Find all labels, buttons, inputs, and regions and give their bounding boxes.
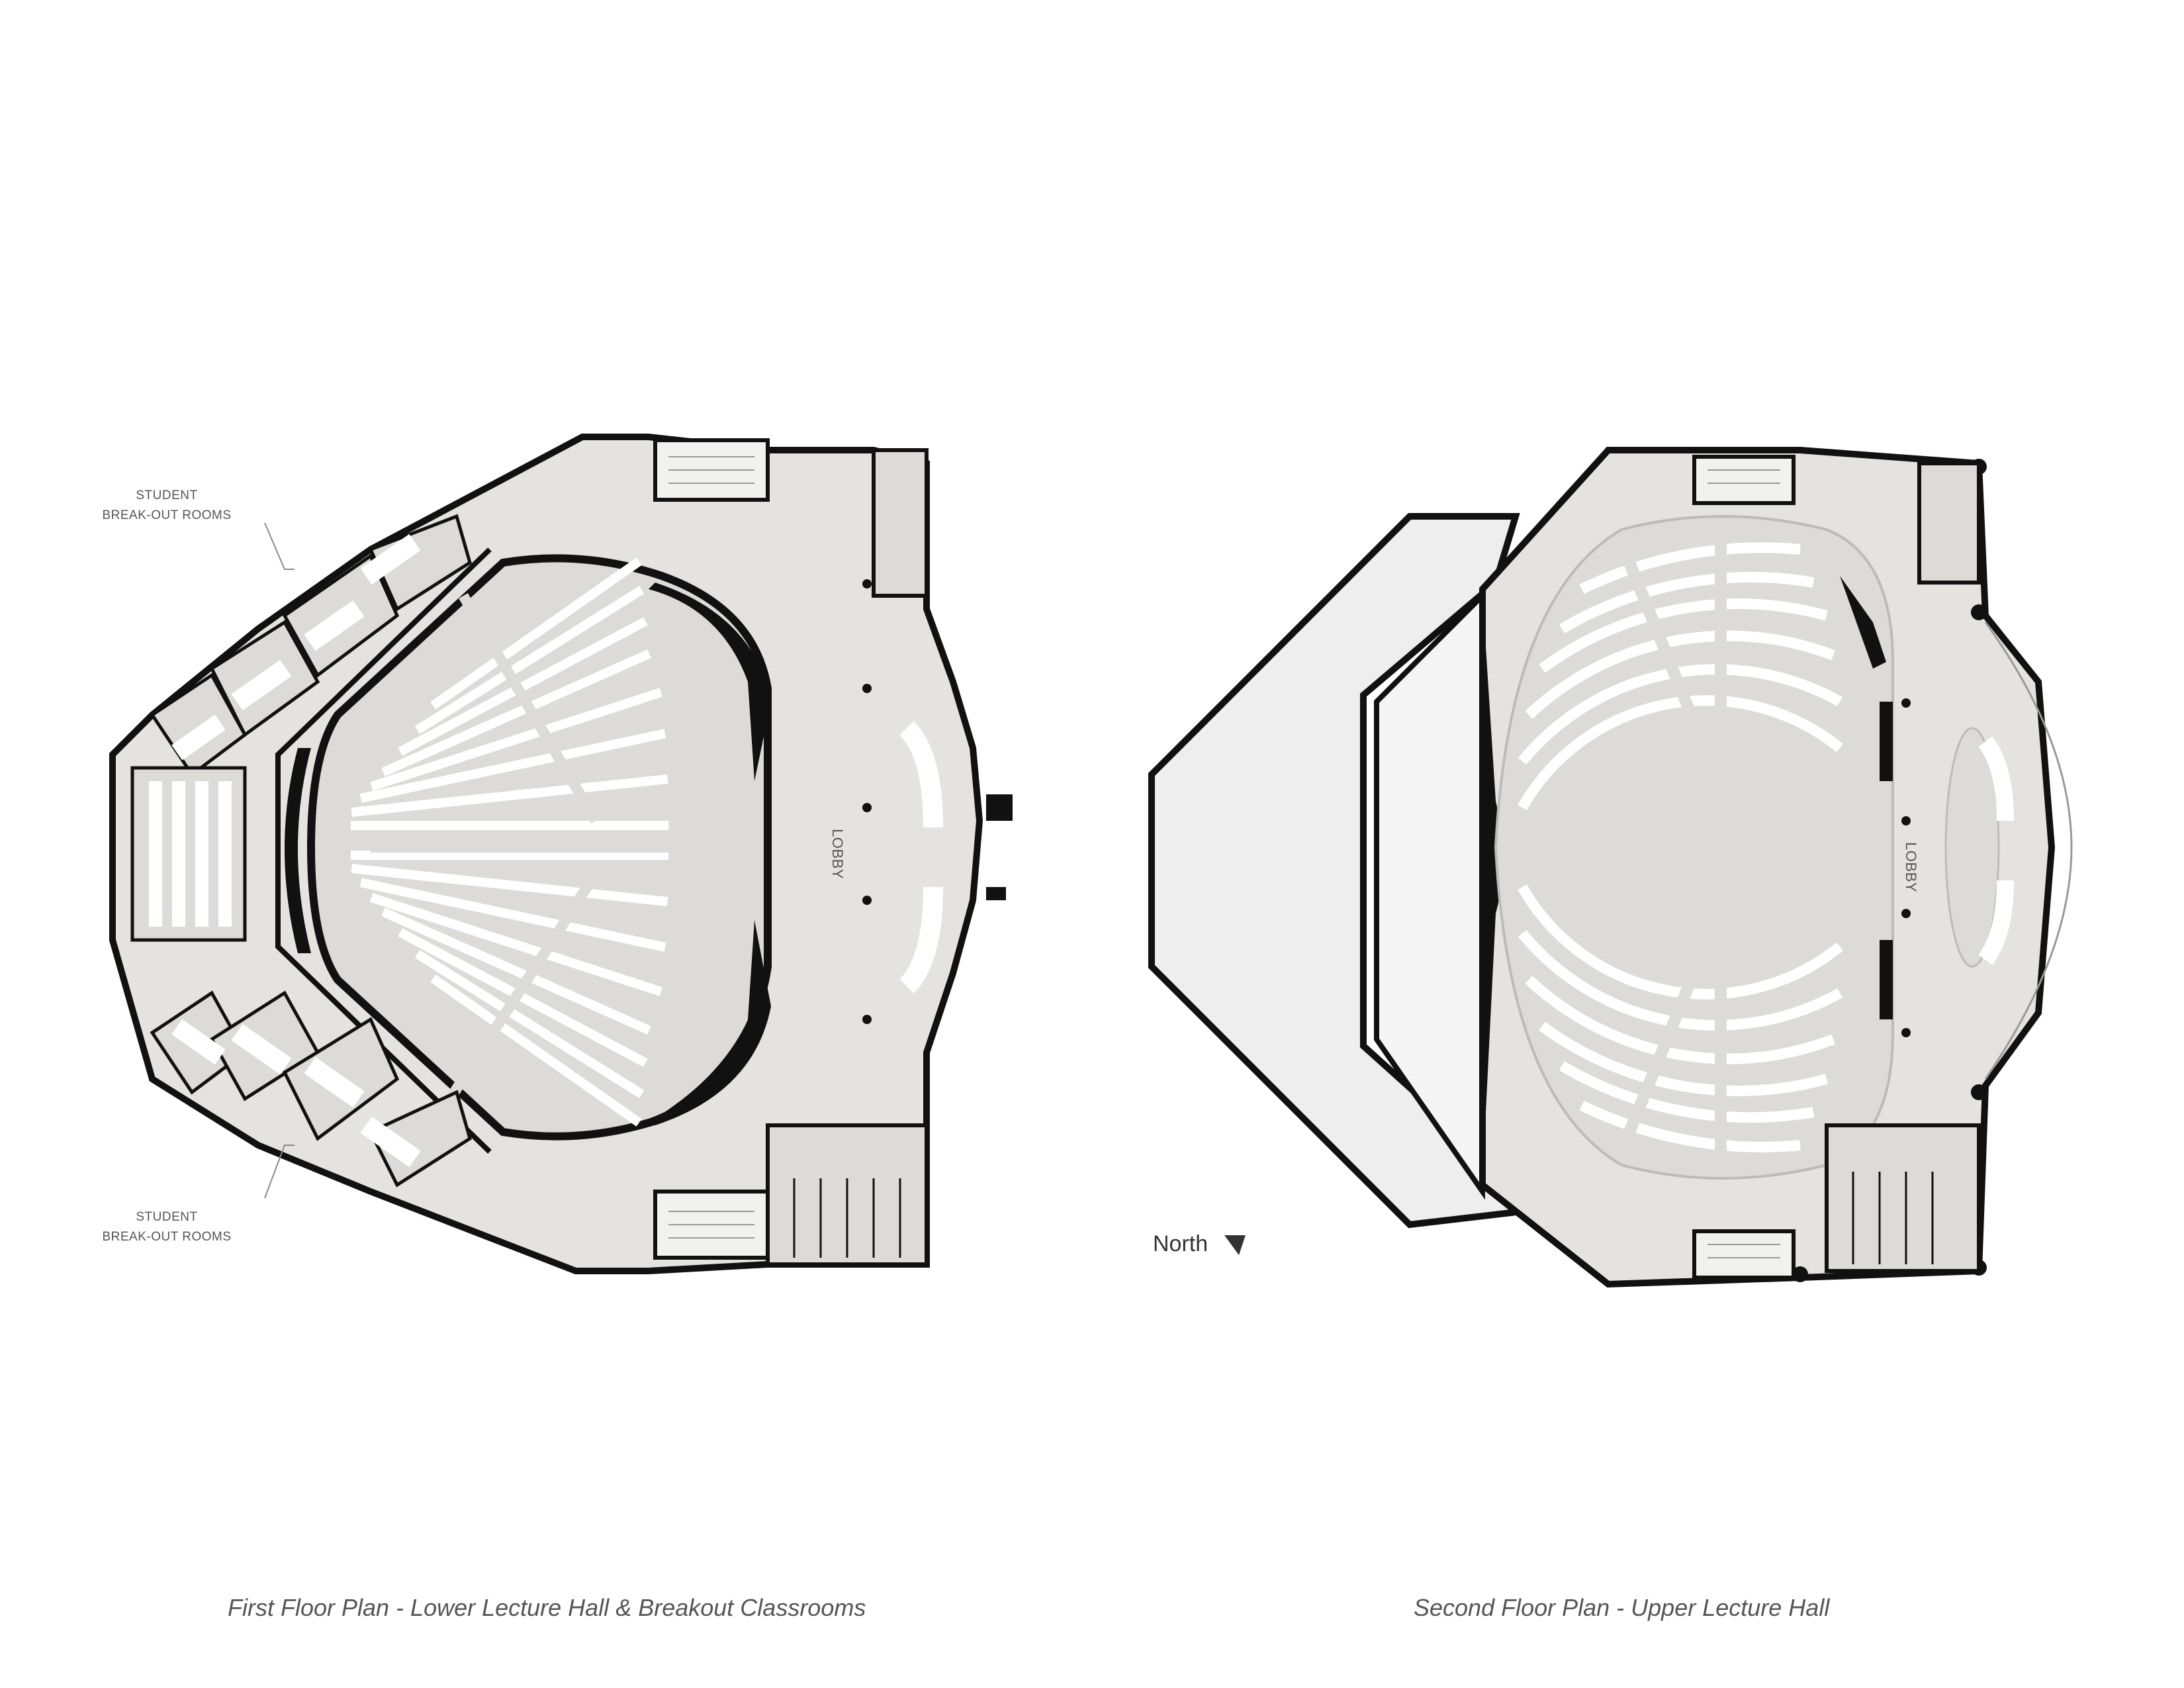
west-classroom-desks	[149, 781, 232, 927]
lower-hall-seating	[351, 557, 668, 1127]
glazing-arc	[1984, 622, 2073, 1080]
breakout-tables-south	[171, 1019, 421, 1168]
entry-piers	[986, 794, 1013, 900]
stage-wall-north	[649, 583, 771, 781]
lobby-wall-segments	[1840, 576, 1893, 1019]
south-stair-second	[1692, 1229, 1796, 1280]
lobby-columns-second	[1901, 698, 1911, 1037]
caption-first-floor: First Floor Plan - Lower Lecture Hall & …	[228, 1594, 866, 1621]
breakout-leader-bottom	[264, 1145, 295, 1199]
lobby-lens	[1944, 727, 2000, 968]
north-arrow-icon	[1224, 1235, 1246, 1255]
restrooms-second	[1825, 1123, 1981, 1273]
first-floor-plan: STUDENT BREAK-OUT ROOMS STUDENT BREAK-OU…	[102, 434, 1013, 1274]
upper-hall-aisles	[1509, 540, 1880, 1165]
lobby-bench-north-second	[1978, 736, 2014, 821]
breakout-label-top-line1: STUDENT	[136, 489, 197, 502]
stage-wall-south	[649, 920, 771, 1125]
breakout-tables-north	[171, 534, 421, 761]
caption-second-floor: Second Floor Plan - Upper Lecture Hall	[1414, 1594, 1830, 1621]
lobby-columns	[862, 579, 872, 1024]
lobby-label-first: LOBBY	[829, 829, 846, 879]
lobby-bench-south	[899, 886, 943, 994]
north-east-rooms	[872, 448, 929, 598]
breakout-label-top-line2: BREAK-OUT ROOMS	[102, 508, 231, 522]
north-stair-second	[1692, 455, 1796, 505]
breakout-label-bottom-line2: BREAK-OUT ROOMS	[102, 1230, 231, 1244]
lower-hall-aisles	[371, 592, 675, 1102]
hall-west-wall	[1482, 596, 1509, 1178]
breakout-leader-top	[264, 522, 295, 570]
lobby-label-second: LOBBY	[1903, 842, 1919, 892]
west-curve-wall	[285, 748, 311, 953]
north-east-rooms-second	[1917, 461, 1981, 585]
lobby-bench-south-second	[1978, 880, 2014, 965]
second-floor-plan: LOBBY	[1148, 447, 2073, 1288]
lobby-bench-north	[899, 721, 943, 828]
north-label: North	[1153, 1231, 1208, 1256]
breakout-label-bottom-line1: STUDENT	[136, 1210, 197, 1224]
